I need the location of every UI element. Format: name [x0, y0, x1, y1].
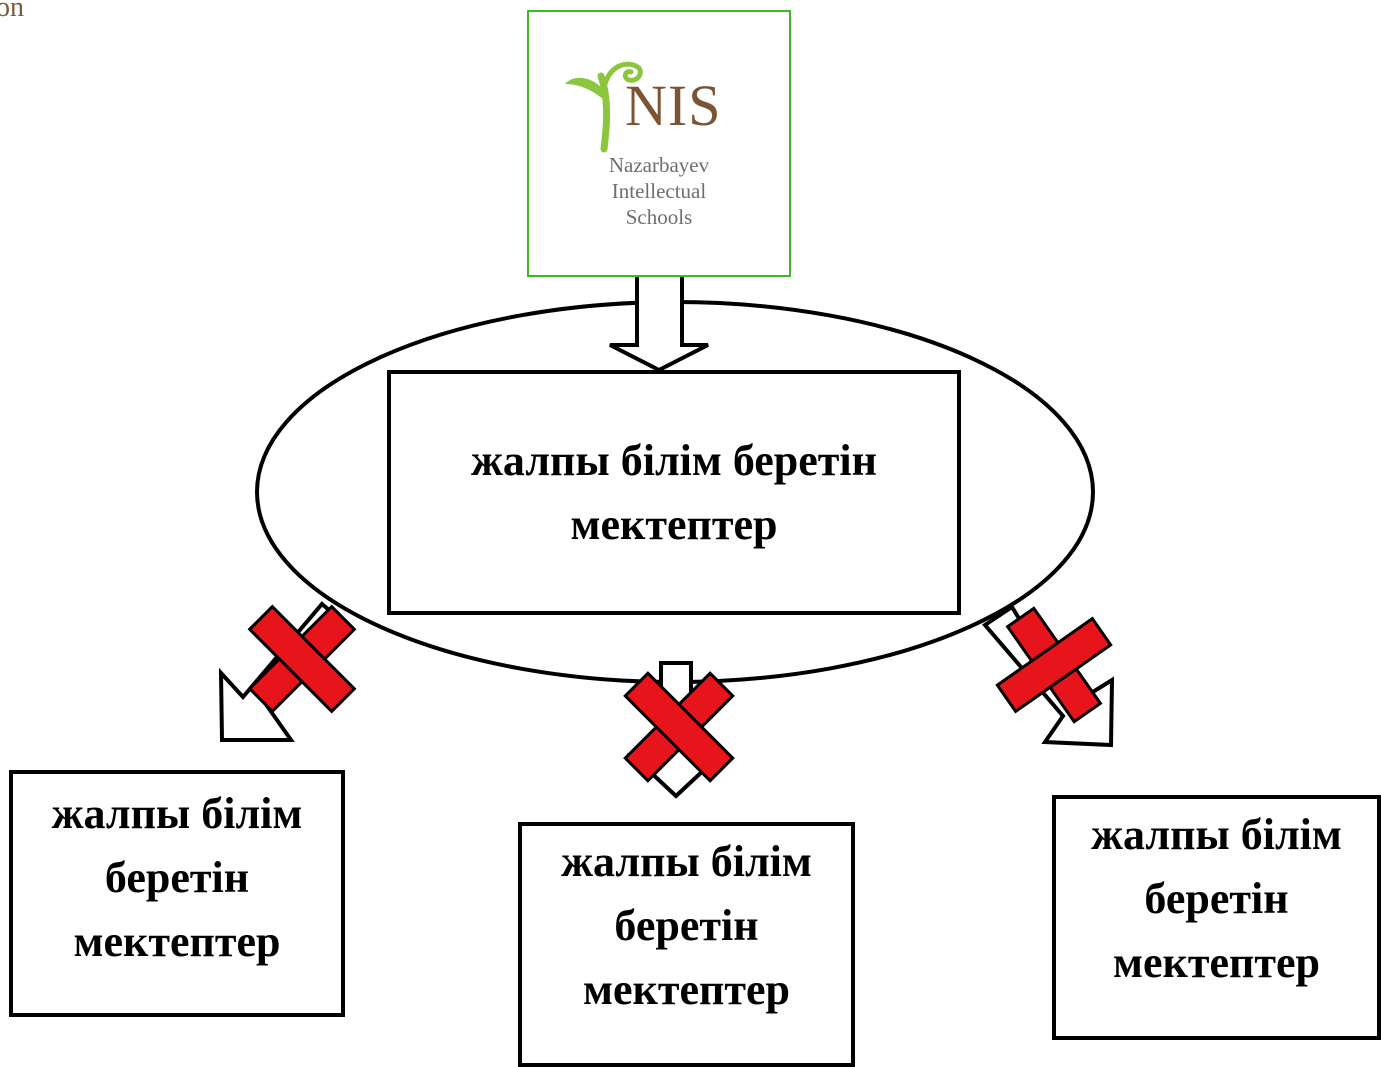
center-box-label: жалпы білім беретін мектептер: [471, 435, 877, 549]
logo-full-name: Nazarbayev Intellectual Schools: [608, 153, 710, 229]
logo-abbreviation: NIS: [625, 73, 722, 138]
right-box-label: жалпы білім беретін мектептер: [1091, 810, 1342, 987]
sprout-icon: [565, 61, 643, 153]
arrow-down-from-logo: [609, 262, 709, 373]
middle-schools-box: жалпы білім беретін мектептер: [518, 822, 855, 1067]
left-schools-box: жалпы білім беретін мектептер: [9, 770, 345, 1017]
right-schools-box: жалпы білім беретін мектептер: [1052, 795, 1381, 1040]
cross-right: [995, 606, 1113, 724]
left-box-label: жалпы білім беретін мектептер: [51, 789, 303, 966]
cross-left: [247, 604, 357, 714]
cross-middle: [623, 671, 735, 783]
center-schools-box: жалпы білім беретін мектептер: [387, 370, 961, 615]
nis-logo: NIS Nazarbayev Intellectual Schools: [527, 10, 791, 277]
middle-box-label: жалпы білім беретін мектептер: [561, 837, 812, 1014]
corner-text: on: [0, 0, 24, 23]
